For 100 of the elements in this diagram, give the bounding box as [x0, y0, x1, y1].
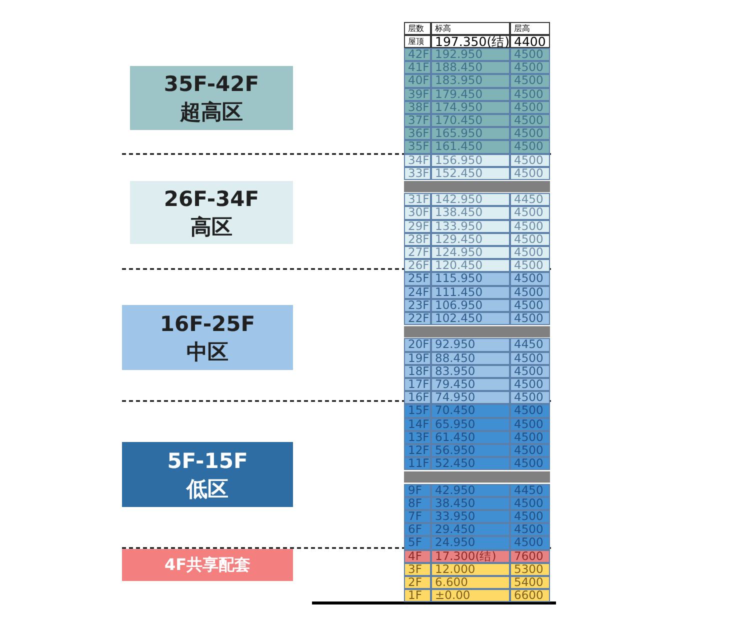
- table-cell: 4500: [510, 154, 550, 167]
- table-cell: 27F: [404, 246, 431, 260]
- table-cell: 4500: [510, 418, 550, 431]
- table-cell: 39F: [404, 88, 431, 101]
- zone-label: 35F-42F: [164, 71, 260, 98]
- table-cell: 7600: [510, 550, 550, 563]
- zone-label: 16F-25F: [160, 310, 256, 338]
- table-cell: 33F: [404, 166, 431, 180]
- table-cell: 4500: [510, 114, 550, 128]
- table-cell: 24F: [404, 286, 431, 299]
- zone-label: 5F-15F: [167, 448, 248, 474]
- table-cell: 屋顶: [404, 35, 431, 48]
- table-cell: 4500: [510, 272, 550, 286]
- table-cell: 165.950: [431, 127, 510, 140]
- table-cell: 11F: [404, 457, 431, 470]
- table-cell: 4500: [510, 166, 550, 180]
- table-cell: 79.450: [431, 378, 510, 392]
- table-cell: 133.950: [431, 220, 510, 233]
- table-cell: 4500: [510, 246, 550, 260]
- table-cell: 4450: [510, 484, 550, 497]
- table-cell: 4500: [510, 523, 550, 536]
- table-cell: 3F: [404, 562, 431, 576]
- table-cell: 7F: [404, 510, 431, 524]
- table-cell: 70.450: [431, 404, 510, 418]
- table-cell: 25F: [404, 272, 431, 286]
- table-cell: 20F: [404, 338, 431, 352]
- zone-label: 4F共享配套: [164, 554, 251, 576]
- table-cell: 4500: [510, 444, 550, 458]
- zone-box: [122, 442, 293, 507]
- table-cell: 156.950: [431, 154, 510, 167]
- table-cell: ±0.00: [431, 589, 510, 602]
- zone-label: 低区: [186, 476, 228, 502]
- table-cell: 106.950: [431, 298, 510, 312]
- table-cell: 36F: [404, 127, 431, 140]
- table-cell: 38.450: [431, 496, 510, 510]
- table-cell: 15F: [404, 404, 431, 418]
- table-cell: 4500: [510, 88, 550, 101]
- table-cell: 142.950: [431, 193, 510, 206]
- table-cell: 24.950: [431, 536, 510, 550]
- table-cell: 170.450: [431, 114, 510, 128]
- table-cell: 标高: [431, 22, 510, 35]
- table-cell: 层数: [404, 22, 431, 35]
- table-cell: 4500: [510, 140, 550, 154]
- zone-box: [130, 181, 293, 244]
- zone-label: 26F-34F: [164, 186, 260, 212]
- table-cell: 102.450: [431, 312, 510, 326]
- table-cell: 12F: [404, 444, 431, 458]
- table-cell: 4500: [510, 312, 550, 326]
- table-cell: 192.950: [431, 48, 510, 62]
- table-cell: 111.450: [431, 286, 510, 299]
- table-cell: 6600: [510, 589, 550, 602]
- zone-box: [122, 305, 293, 370]
- table-cell: 115.950: [431, 272, 510, 286]
- table-cell: 42F: [404, 48, 431, 62]
- table-cell: 4450: [510, 193, 550, 206]
- table-cell: 4500: [510, 74, 550, 88]
- table-cell: 4500: [510, 220, 550, 233]
- table-cell: 5F: [404, 536, 431, 550]
- table-cell: 26F: [404, 259, 431, 272]
- table-cell: 197.350(结): [431, 35, 510, 48]
- table-cell: 152.450: [431, 166, 510, 180]
- table-cell: 23F: [404, 298, 431, 312]
- table-cell: 129.450: [431, 232, 510, 246]
- table-cell: 13F: [404, 430, 431, 444]
- table-cell: 4500: [510, 100, 550, 114]
- table-cell: 2F: [404, 576, 431, 590]
- table-cell: 14F: [404, 418, 431, 431]
- table-cell: 179.450: [431, 88, 510, 101]
- table-cell: 183.950: [431, 74, 510, 88]
- table-cell: 161.450: [431, 140, 510, 154]
- zone-label: 高区: [190, 214, 232, 240]
- table-cell: 4500: [510, 352, 550, 365]
- table-cell: 16F: [404, 391, 431, 404]
- table-cell: 4500: [510, 364, 550, 378]
- table-cell: 5300: [510, 562, 550, 576]
- table-cell: 41F: [404, 61, 431, 74]
- table-cell: 56.950: [431, 444, 510, 458]
- table-cell: 8F: [404, 496, 431, 510]
- table-cell: 4500: [510, 298, 550, 312]
- table-cell: 83.950: [431, 364, 510, 378]
- table-cell: 4500: [510, 48, 550, 62]
- table-cell: 4500: [510, 404, 550, 418]
- table-cell: 30F: [404, 206, 431, 220]
- table-cell: 4500: [510, 61, 550, 74]
- table-cell: 120.450: [431, 259, 510, 272]
- table-cell: 92.950: [431, 338, 510, 352]
- table-cell: 4500: [510, 259, 550, 272]
- table-cell: 4450: [510, 338, 550, 352]
- table-cell: 4500: [510, 378, 550, 392]
- table-cell: 65.950: [431, 418, 510, 431]
- table-cell: 4F: [404, 550, 431, 563]
- table-cell: 38F: [404, 100, 431, 114]
- table-cell: 29F: [404, 220, 431, 233]
- table-cell: 174.950: [431, 100, 510, 114]
- table-cell: 17.300(结): [431, 550, 510, 563]
- table-cell: 4400: [510, 35, 550, 48]
- table-cell: 层高: [510, 22, 550, 35]
- zone-label: 超高区: [180, 99, 243, 126]
- table-cell: 124.950: [431, 246, 510, 260]
- table-cell: 61.450: [431, 430, 510, 444]
